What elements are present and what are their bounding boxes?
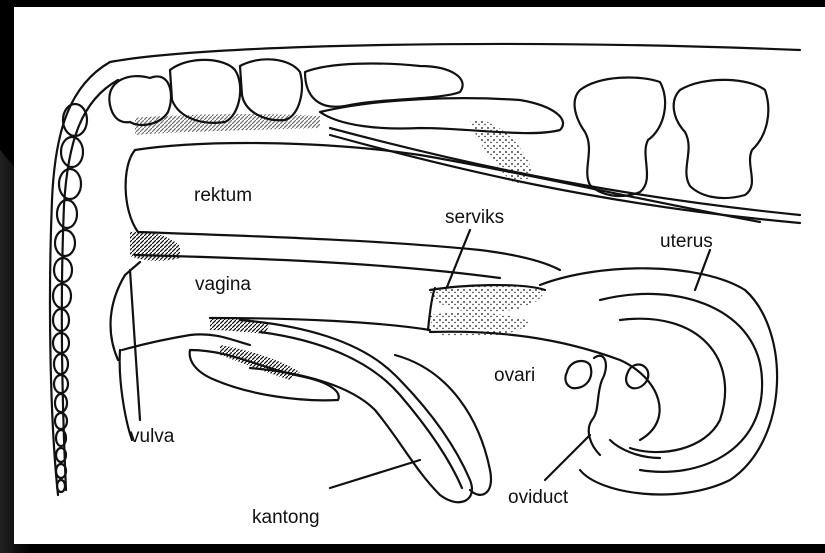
label-serviks: serviks (445, 208, 504, 227)
label-ovari: ovari (494, 366, 535, 385)
label-oviduct: oviduct (508, 488, 568, 507)
label-kantong: kantong (252, 508, 320, 527)
label-vagina: vagina (195, 275, 251, 294)
label-vulva: vulva (130, 427, 174, 446)
label-uterus: uterus (660, 232, 713, 251)
paper-panel (14, 7, 825, 544)
label-rektum: rektum (194, 186, 252, 205)
